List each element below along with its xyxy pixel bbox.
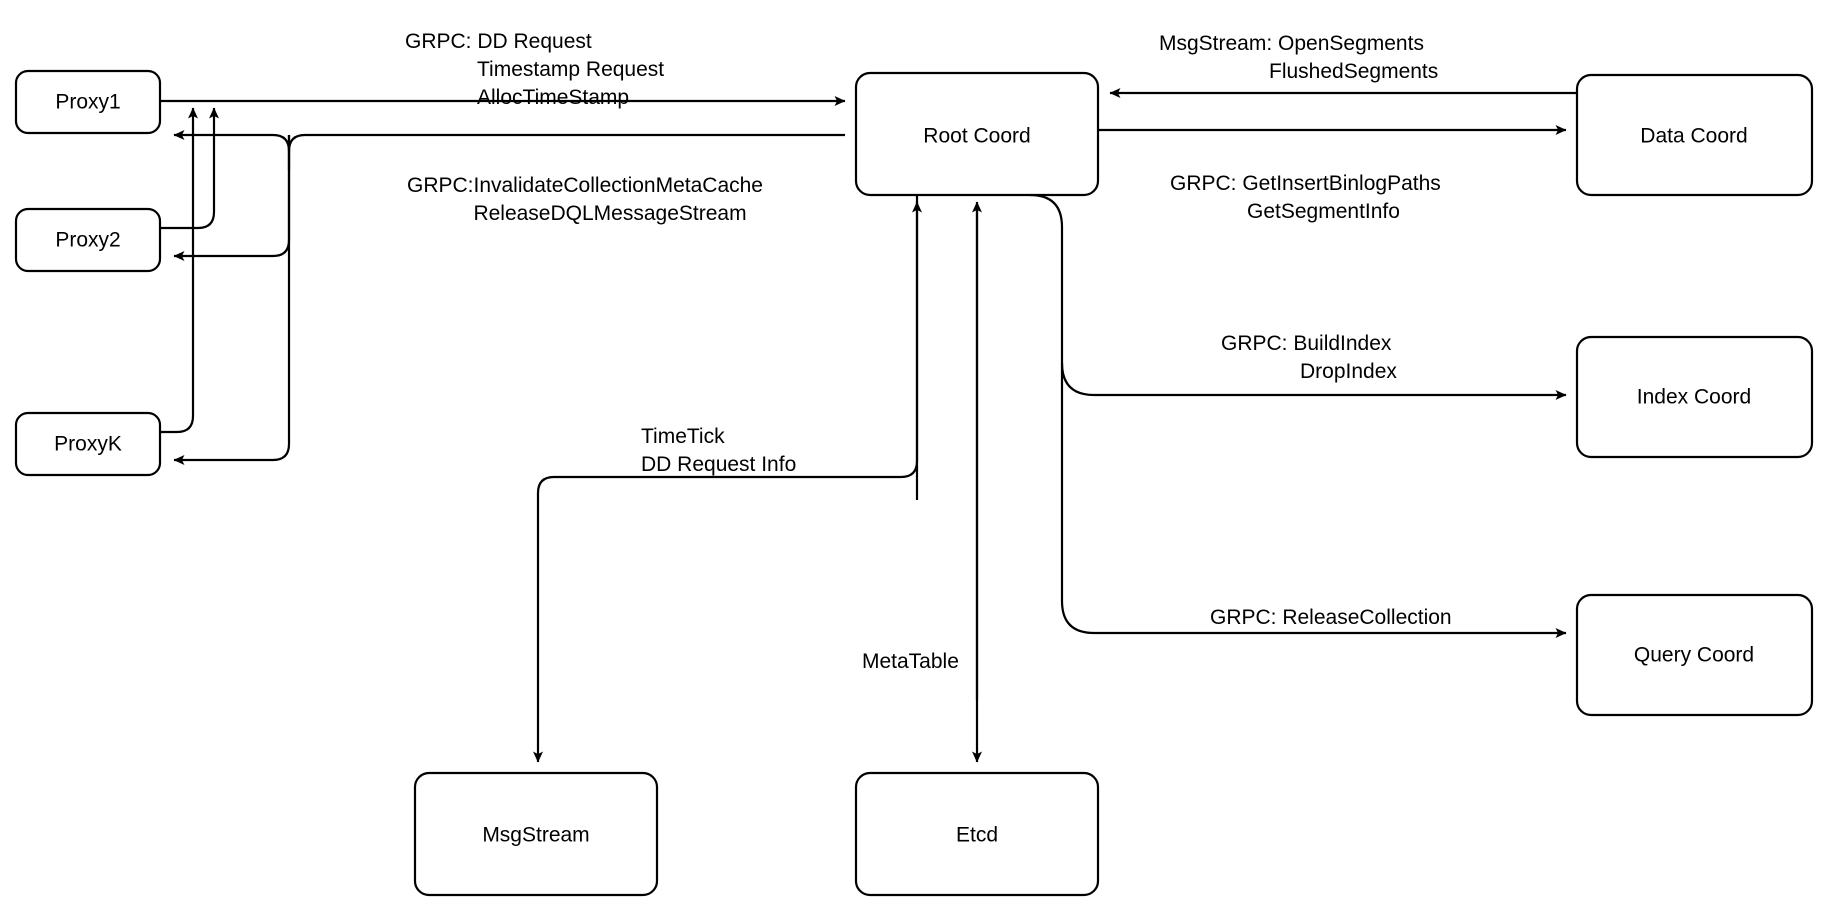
label-root-to-index-line1: GRPC: BuildIndex xyxy=(1221,332,1392,355)
label-data-to-root-line2: FlushedSegments xyxy=(1269,60,1438,83)
label-data-coord-to-root-coord: MsgStream: OpenSegments FlushedSegments xyxy=(1159,32,1438,83)
label-root-to-msgstream-line1: TimeTick xyxy=(641,425,725,448)
label-proxy-to-root-line1: GRPC: DD Request xyxy=(405,30,592,53)
data-coord-box[interactable] xyxy=(1575,73,1814,197)
root-coord-label: Root Coord xyxy=(923,125,1030,148)
node-query-coord[interactable]: Query Coord xyxy=(1575,593,1814,717)
label-proxy-to-root-coord: GRPC: DD Request Timestamp Request Alloc… xyxy=(405,30,664,109)
edge-proxyk-to-riser xyxy=(160,107,198,434)
label-root-coord-to-data-coord: GRPC: GetInsertBinlogPaths GetSegmentInf… xyxy=(1170,172,1441,223)
data-coord-label: Data Coord xyxy=(1640,125,1747,148)
label-root-to-query-line1: GRPC: ReleaseCollection xyxy=(1210,606,1452,629)
label-root-to-index-line2: DropIndex xyxy=(1300,360,1397,383)
label-root-to-msgstream-line2: DD Request Info xyxy=(641,453,796,476)
label-data-to-root-line1: MsgStream: OpenSegments xyxy=(1159,32,1424,55)
node-data-coord[interactable]: Data Coord xyxy=(1575,73,1814,197)
proxy1-label: Proxy1 xyxy=(55,91,120,114)
label-root-to-data-line1: GRPC: GetInsertBinlogPaths xyxy=(1170,172,1441,195)
label-root-coord-to-index-coord: GRPC: BuildIndex DropIndex xyxy=(1221,332,1397,383)
label-root-to-proxy-line1: GRPC:InvalidateCollectionMetaCache xyxy=(407,174,763,197)
node-proxyk[interactable]: ProxyK xyxy=(14,411,162,477)
proxy2-box[interactable] xyxy=(14,207,162,273)
edge-root-coord-to-query-coord xyxy=(1060,363,1567,638)
label-root-to-data-line2: GetSegmentInfo xyxy=(1247,200,1400,223)
proxyk-label: ProxyK xyxy=(54,433,122,456)
node-etcd[interactable]: Etcd xyxy=(854,771,1100,897)
node-root-coord[interactable]: Root Coord xyxy=(854,71,1100,197)
proxyk-box[interactable] xyxy=(14,411,162,477)
label-root-coord-to-msgstream: TimeTick DD Request Info xyxy=(641,425,796,476)
label-root-coord-to-query-coord: GRPC: ReleaseCollection xyxy=(1210,606,1452,629)
msgstream-label: MsgStream xyxy=(482,824,589,847)
node-index-coord[interactable]: Index Coord xyxy=(1575,335,1814,459)
edge-proxy2-to-riser xyxy=(160,107,219,230)
etcd-box[interactable] xyxy=(854,771,1100,897)
msgstream-box[interactable] xyxy=(413,771,659,897)
label-root-to-etcd-line1: MetaTable xyxy=(862,650,959,673)
label-root-to-proxy-line2: ReleaseDQLMessageStream xyxy=(473,202,746,225)
query-coord-label: Query Coord xyxy=(1634,644,1754,667)
proxy1-box[interactable] xyxy=(14,69,162,135)
node-proxy1[interactable]: Proxy1 xyxy=(14,69,162,135)
edge-root-coord-to-msgstream xyxy=(533,195,919,763)
query-coord-box[interactable] xyxy=(1575,593,1814,717)
index-coord-box[interactable] xyxy=(1575,335,1814,459)
label-proxy-to-root-line3: AllocTimeStamp xyxy=(477,86,629,109)
edge-root-coord-to-proxy1 xyxy=(287,133,845,170)
index-coord-label: Index Coord xyxy=(1637,386,1751,409)
edge-root-coord-bus-to-proxyk xyxy=(173,135,291,465)
edge-root-coord-to-proxy1-head xyxy=(173,130,291,152)
node-msgstream[interactable]: MsgStream xyxy=(413,771,659,897)
label-root-coord-to-etcd: MetaTable xyxy=(862,650,959,673)
edge-root-coord-to-index-coord xyxy=(1029,193,1567,400)
etcd-label: Etcd xyxy=(956,824,998,847)
node-proxy2[interactable]: Proxy2 xyxy=(14,207,162,273)
edge-root-coord-bus-to-proxy2 xyxy=(173,135,291,261)
proxy2-label: Proxy2 xyxy=(55,229,120,252)
label-proxy-to-root-line2: Timestamp Request xyxy=(477,58,664,81)
root-coord-box[interactable] xyxy=(854,71,1100,197)
label-root-coord-to-proxy: GRPC:InvalidateCollectionMetaCache Relea… xyxy=(407,174,763,225)
